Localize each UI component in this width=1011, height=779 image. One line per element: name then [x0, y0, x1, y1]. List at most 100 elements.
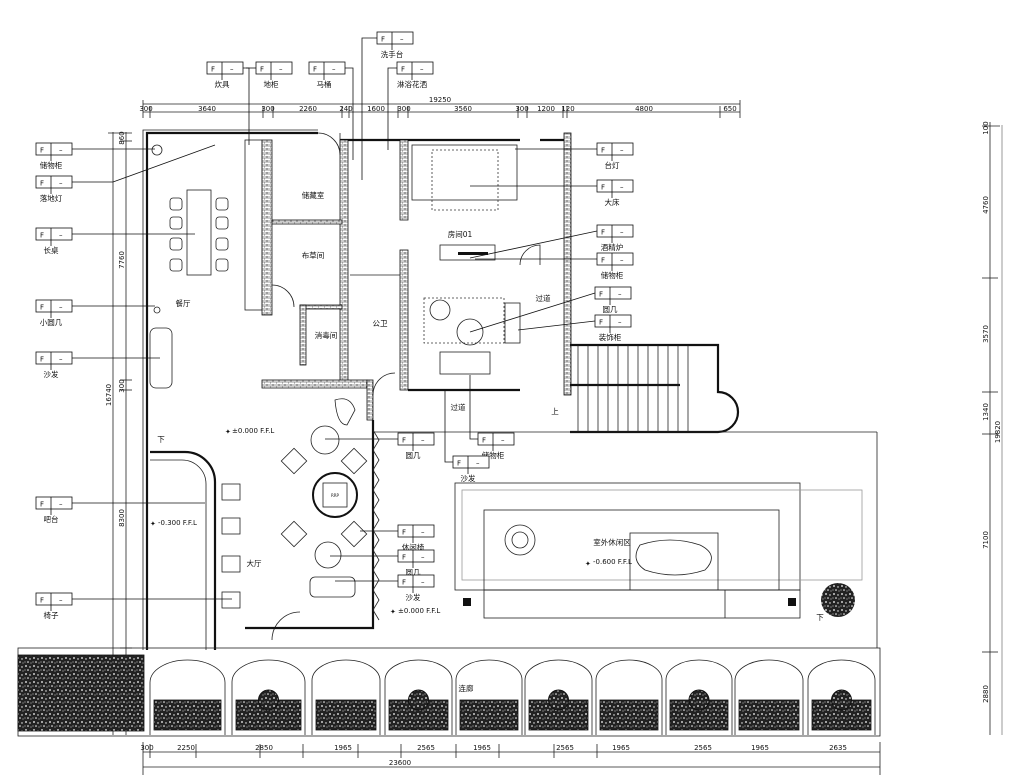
arch	[231, 659, 306, 735]
dim-label: 3560	[454, 105, 472, 113]
tag-prefix: F	[601, 229, 605, 237]
dim-label: 1200	[537, 105, 555, 113]
callout-label: 圆几	[603, 305, 618, 314]
room-label-storage: 储藏室	[302, 190, 325, 200]
callout-label: 储物柜	[601, 270, 624, 280]
callout-tag-top: F–炊具	[206, 61, 244, 89]
tag-suffix: –	[332, 66, 336, 74]
callout-tag-left: F–沙发	[35, 351, 73, 379]
room-label-arcade: 连廊	[459, 683, 474, 693]
tag-prefix: F	[402, 529, 406, 537]
arch	[595, 659, 663, 735]
dim-label: 2880	[982, 685, 990, 703]
tag-prefix: F	[40, 356, 44, 364]
tag-prefix: F	[313, 66, 317, 74]
tag-prefix: F	[402, 579, 406, 587]
callout-tag-middle: F–休闲椅	[397, 524, 435, 552]
dim-label: 7760	[118, 251, 126, 269]
tag-prefix: F	[482, 437, 486, 445]
dim-label: 1340	[982, 403, 990, 421]
tag-suffix: –	[618, 319, 622, 327]
arch	[149, 659, 226, 735]
tag-prefix: F	[599, 291, 603, 299]
callout-tag-top: F–地柜	[255, 61, 293, 89]
dim-label: 1965	[751, 744, 769, 752]
tag-prefix: F	[402, 437, 406, 445]
tag-prefix: F	[601, 184, 605, 192]
callout-tag-right: F–台灯	[596, 142, 634, 170]
room-labels: 储藏室 布草间 消毒间 公卫 房间01 过道 过道 餐厅 大厅 室外休闲区 连廊…	[157, 190, 824, 693]
elevation-label: -0.600 F.F.L	[593, 558, 632, 566]
tag-suffix: –	[501, 437, 505, 445]
callout-tag-middle: F –圆几	[397, 432, 435, 460]
dim-label: 2260	[299, 105, 317, 113]
shrub	[408, 689, 429, 711]
tag-suffix: –	[59, 356, 63, 364]
tag-suffix: –	[620, 229, 624, 237]
tag-suffix: –	[620, 147, 624, 155]
stair-down-label: 下	[816, 613, 824, 622]
callout-label: 沙发	[461, 473, 476, 483]
shrub	[688, 689, 710, 711]
arcade	[17, 647, 881, 737]
dim-label: 1965	[612, 744, 630, 752]
elevation-marker-icon: ✦	[585, 560, 591, 568]
planter	[315, 699, 377, 731]
planter	[153, 699, 222, 731]
elevation-marker-icon: ✦	[390, 608, 396, 616]
callout-tags: F–炊具F–地柜F–马桶F–洗手台F–淋浴花洒F–储物柜F–落地灯F–长桌F–小…	[35, 31, 634, 620]
tag-suffix: –	[59, 180, 63, 188]
tag-prefix: F	[260, 66, 264, 74]
callout-label: 储物柜	[40, 160, 63, 170]
room-label-bedroom: 房间01	[448, 229, 473, 239]
room-label-hall: 大厅	[247, 558, 262, 568]
elevation-marker-icon: ✦	[150, 520, 156, 528]
shrub	[548, 689, 569, 711]
tag-suffix: –	[400, 36, 404, 44]
tag-suffix: –	[59, 232, 63, 240]
planter	[459, 699, 519, 731]
callout-tag-top: F–淋浴花洒	[396, 61, 434, 89]
callout-tag-top: F –马桶	[308, 61, 346, 89]
elevation-marks: ✦ ±0.000 F.F.L ✦ -0.300 F.F.L ✦ -0.600 F…	[150, 427, 632, 616]
dim-label: 2850	[255, 744, 273, 752]
dimension-left: 860 7760 300 8300 2660 16740	[105, 131, 132, 735]
callout-tag-middle: F–沙发	[397, 574, 435, 602]
callout-label: 沙发	[406, 592, 421, 602]
dim-label: 1965	[334, 744, 352, 752]
tag-suffix: –	[230, 66, 234, 74]
tag-prefix: F	[40, 597, 44, 605]
dim-label: 1965	[473, 744, 491, 752]
tag-suffix: –	[421, 437, 425, 445]
tag-prefix: F	[40, 180, 44, 188]
callout-label: 圆几	[406, 568, 421, 577]
staircase	[570, 343, 740, 434]
tag-prefix: F	[401, 66, 405, 74]
dim-label: 2565	[556, 744, 574, 752]
dim-left-total: 16740	[105, 384, 113, 406]
tag-suffix: –	[421, 554, 425, 562]
dim-label: 3640	[198, 105, 216, 113]
callout-tag-middle: F – 储物柜	[477, 432, 515, 460]
callout-label: 酒精炉	[601, 242, 624, 252]
elevation-label: ±0.000 F.F.L	[398, 607, 440, 615]
callout-tag-left: F–吧台	[35, 496, 73, 524]
callout-tag-right: F–储物柜	[596, 252, 634, 280]
callout-label: 马桶	[317, 79, 332, 89]
tag-suffix: –	[476, 460, 480, 468]
callout-label: 储物柜	[482, 450, 505, 460]
callout-label: 地柜	[264, 79, 279, 89]
dim-bottom-total: 23600	[389, 759, 411, 767]
tag-prefix: F	[381, 36, 385, 44]
callout-tag-top: F–洗手台	[376, 31, 414, 59]
building-walls: RRP	[142, 129, 572, 650]
room-label-public-wc: 公卫	[373, 319, 388, 328]
callout-label: 椅子	[44, 610, 59, 620]
callout-tag-middle: F–圆几	[397, 549, 435, 577]
tag-prefix: F	[40, 304, 44, 312]
callout-label: 圆几	[406, 451, 421, 460]
arch	[524, 659, 593, 735]
dim-right-total: 19820	[994, 421, 1002, 443]
tag-prefix: F	[211, 66, 215, 74]
